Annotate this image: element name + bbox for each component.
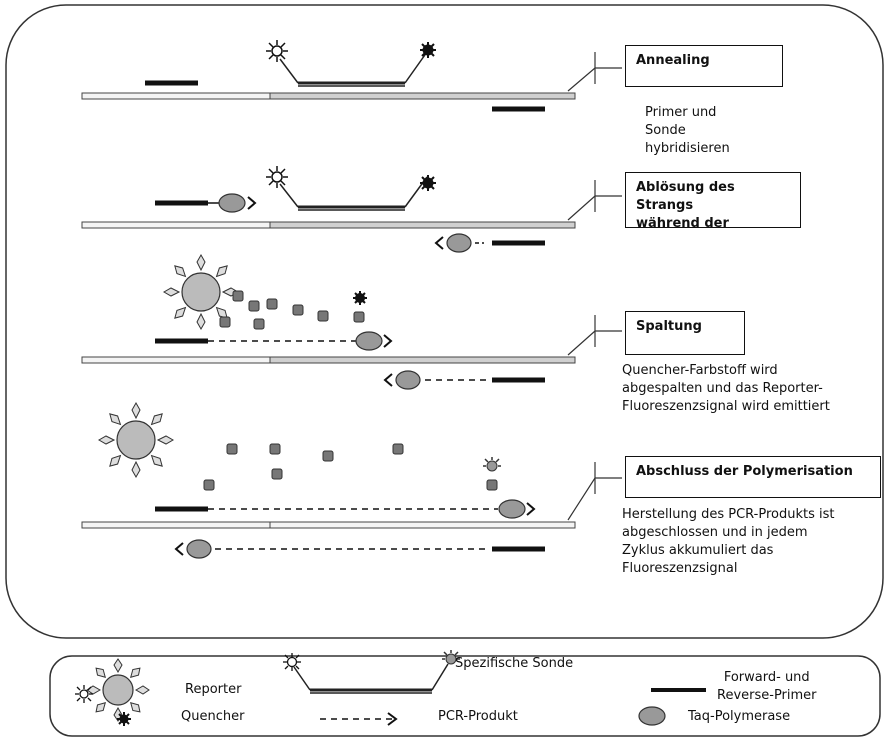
stage-cleavage (81, 253, 622, 390)
desc-line: Fluoreszenzsignal (622, 561, 738, 576)
legend-label-polymerase: Taq-Polymerase (688, 709, 791, 724)
probe-fragments (203, 443, 498, 491)
reporter-dye (483, 457, 501, 472)
desc-line: Herstellung des PCR-Produkts ist (622, 507, 835, 522)
desc-line: Quencher-Farbstoff wird (622, 363, 778, 378)
stage-desc-completion: Herstellung des PCR-Produkts ist abgesch… (622, 506, 834, 578)
stage-title-line: Ablösung des Strangs (636, 180, 735, 213)
desc-line: Zyklus akkumuliert das (622, 543, 774, 558)
legend-polymerase-icon (638, 706, 666, 726)
stage-title-line: während der (636, 216, 729, 231)
desc-line: Sonde (645, 123, 686, 138)
taq-polymerase (498, 499, 526, 519)
reporter-dye (266, 166, 288, 188)
legend-label-quencher: Quencher (181, 709, 245, 724)
reporter-dye (266, 40, 288, 62)
stage-desc-cleavage: Quencher-Farbstoff wird abgespalten und … (622, 362, 830, 416)
desc-line: abgespalten und das Reporter- (622, 381, 823, 396)
quencher-dye (420, 42, 436, 58)
template-strand (269, 356, 576, 364)
stage-displacement (81, 166, 622, 253)
reporter-fluorescing (97, 401, 175, 479)
stage-title-completion: Abschluss der Polymerisation (625, 456, 881, 498)
stage-completion (81, 401, 622, 559)
legend-panel (49, 655, 881, 737)
legend-quencher-icon (117, 712, 131, 726)
probe-fragments (219, 290, 365, 330)
legend-primer-line: Reverse-Primer (717, 688, 817, 703)
taq-polymerase (446, 233, 472, 253)
legend-label-reporter: Reporter (185, 682, 242, 697)
legend-label-pcr-product: PCR-Produkt (438, 709, 518, 724)
stage-desc-annealing: Primer und Sonde hybridisieren (645, 104, 730, 158)
template-strand (269, 221, 576, 229)
taq-polymerase (355, 331, 383, 351)
template-strand (269, 521, 576, 529)
desc-line: abgeschlossen und in jedem (622, 525, 808, 540)
desc-line: Primer und (645, 105, 717, 120)
legend-reporter-small-icon (75, 685, 93, 703)
stage-title-annealing: Annealing (625, 45, 783, 87)
template-strand (81, 521, 271, 529)
legend-label-probe: Spezifische Sonde (455, 656, 574, 671)
taq-polymerase (395, 370, 421, 390)
probe (279, 51, 428, 87)
quencher-dye (420, 175, 436, 191)
stage-title-cleavage: Spaltung (625, 311, 745, 355)
desc-line: hybridisieren (645, 141, 730, 156)
quencher-dye (353, 291, 367, 305)
legend-pcr-product-icon (320, 712, 398, 726)
stage-title-displacement: Ablösung des Strangs während der (625, 172, 801, 231)
reporter-fluorescing (162, 253, 240, 331)
stage-annealing (81, 40, 622, 112)
desc-line: Fluoreszenzsignal wird emittiert (622, 399, 830, 414)
legend-primer-line: Forward- und (723, 670, 810, 685)
template-strand (81, 356, 271, 364)
taq-polymerase (186, 539, 212, 559)
taq-polymerase (218, 193, 246, 213)
legend-label-primer: Forward- und Reverse-Primer (717, 669, 817, 705)
template-strand (81, 92, 271, 100)
template-strand (81, 221, 271, 229)
template-strand (269, 92, 576, 100)
legend-probe-icon (283, 650, 460, 694)
legend-reporter-icon (86, 658, 150, 722)
